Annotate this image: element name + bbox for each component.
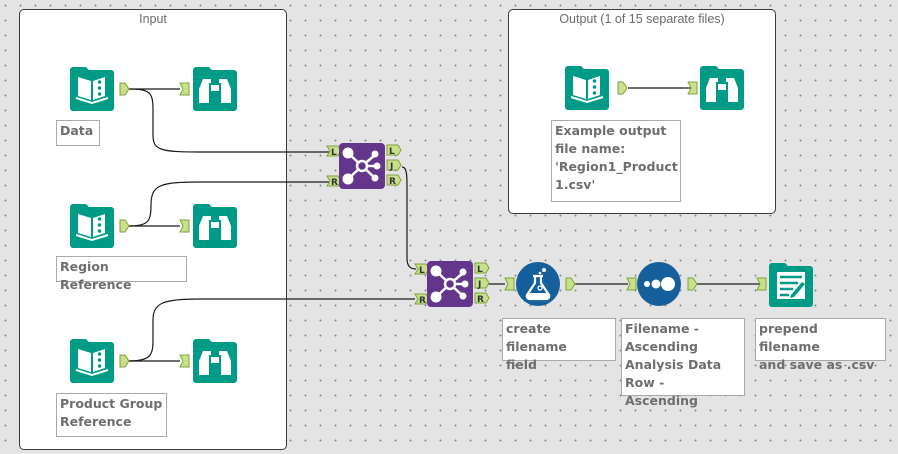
browse-tool-2[interactable] xyxy=(193,204,237,248)
output-anchor xyxy=(617,81,628,95)
svg-text:J: J xyxy=(389,162,393,172)
output-anchor xyxy=(119,82,130,96)
example-browse-tool[interactable] xyxy=(700,66,744,110)
flask-icon xyxy=(516,262,560,306)
svg-text:L: L xyxy=(331,148,337,158)
annotation-product-group-reference: Product Group Reference xyxy=(56,393,167,437)
svg-text:R: R xyxy=(389,177,396,187)
annotation-data: Data xyxy=(56,120,100,146)
browse-tool-1[interactable] xyxy=(193,67,237,111)
book-icon xyxy=(70,67,114,111)
input-anchor xyxy=(179,82,190,96)
output-anchor xyxy=(119,354,130,368)
input-data-tool-3[interactable] xyxy=(70,339,114,383)
svg-text:R: R xyxy=(477,295,484,305)
input-data-tool-2[interactable] xyxy=(70,204,114,248)
wire-region-to-join1-right xyxy=(127,181,330,227)
svg-text:L: L xyxy=(477,265,483,275)
output-anchor xyxy=(565,277,576,291)
output-anchor xyxy=(687,277,698,291)
join-tool-2[interactable]: L R L J R xyxy=(413,261,495,307)
input-anchor xyxy=(756,277,767,291)
svg-text:J: J xyxy=(477,280,481,290)
join-tool-1[interactable]: L R L J R xyxy=(325,143,407,189)
input-anchor xyxy=(179,354,190,368)
input-container-title: Input xyxy=(139,12,167,26)
wire-data-to-join1-left xyxy=(127,88,330,153)
sort-dots-icon xyxy=(637,262,681,306)
output-container-title: Output (1 of 15 separate files) xyxy=(559,12,725,26)
output-data-tool[interactable] xyxy=(769,263,813,307)
join-icon: L R L J R xyxy=(326,143,402,189)
input-anchor xyxy=(504,277,515,291)
browse-tool-3[interactable] xyxy=(193,339,237,383)
wire-product-to-join2-right xyxy=(127,298,415,362)
output-anchor xyxy=(119,219,130,233)
wire-join1-to-join2-left xyxy=(401,166,417,270)
input-container[interactable]: Input xyxy=(19,9,287,450)
book-icon xyxy=(565,66,609,110)
annotation-sort-order: Filename - Ascending Analysis Data Row -… xyxy=(621,318,745,408)
input-anchor xyxy=(179,219,190,233)
svg-text:R: R xyxy=(419,296,426,306)
output-file-icon xyxy=(769,263,813,307)
svg-text:L: L xyxy=(389,147,395,157)
annotation-region-reference: Region Reference xyxy=(56,256,187,292)
input-anchor xyxy=(687,81,698,95)
sort-tool[interactable] xyxy=(637,262,681,306)
binoculars-icon xyxy=(193,339,237,383)
example-input-data-tool[interactable] xyxy=(565,66,609,110)
input-anchor xyxy=(626,277,637,291)
annotation-create-filename-field: create filename field xyxy=(502,318,616,372)
formula-tool[interactable] xyxy=(516,262,560,306)
book-icon xyxy=(70,339,114,383)
svg-text:L: L xyxy=(419,266,425,276)
binoculars-icon xyxy=(700,66,744,110)
svg-text:R: R xyxy=(331,178,338,188)
annotation-prepend-filename: prepend filename and save as .csv xyxy=(755,318,886,372)
binoculars-icon xyxy=(193,67,237,111)
join-icon: L R L J R xyxy=(414,261,490,307)
annotation-example-output-file-name: Example output file name: 'Region1_Produ… xyxy=(551,120,681,202)
binoculars-icon xyxy=(193,204,237,248)
book-icon xyxy=(70,204,114,248)
input-data-tool-1[interactable] xyxy=(70,67,114,111)
